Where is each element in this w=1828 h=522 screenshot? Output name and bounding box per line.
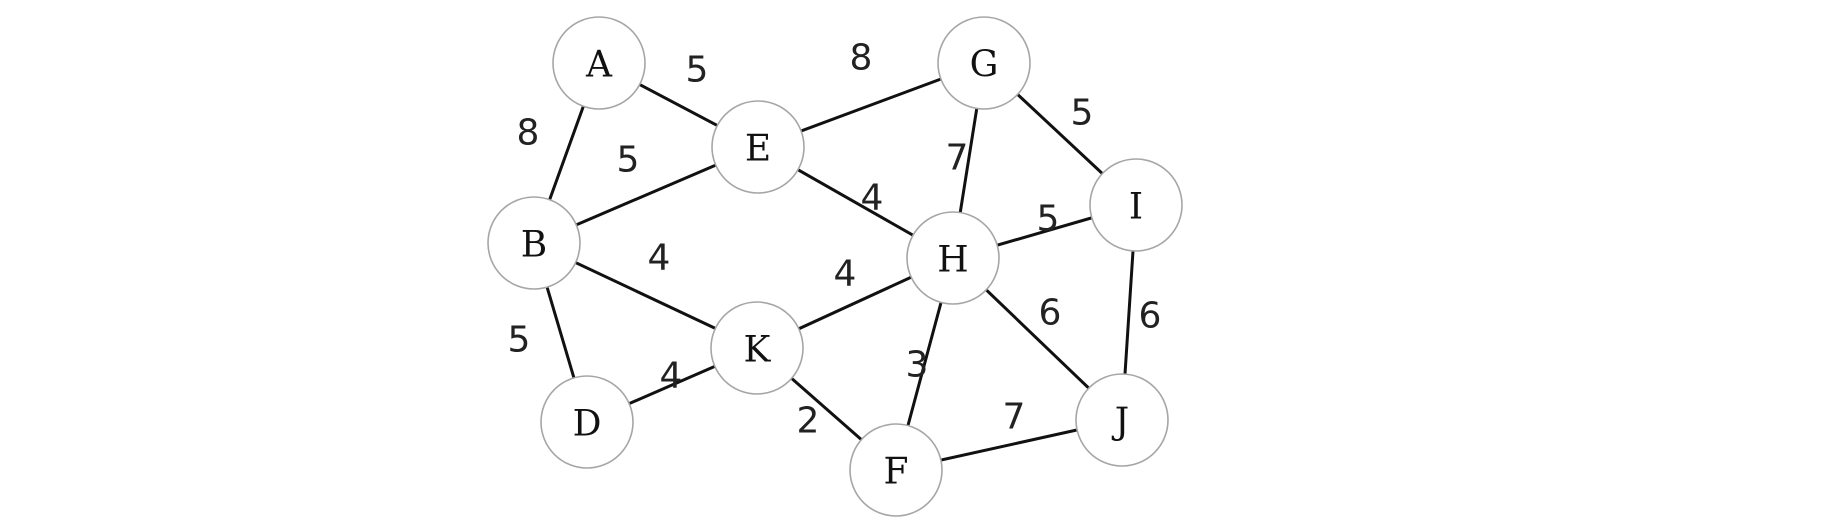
node-label: H xyxy=(937,240,968,281)
edge-weight-d-k: 4 xyxy=(660,356,683,397)
edge-weight-h-i: 5 xyxy=(1037,199,1060,240)
edge-weight-k-h: 4 xyxy=(834,254,857,295)
edge-weight-e-g: 8 xyxy=(850,38,873,79)
edge-weight-i-j: 6 xyxy=(1139,296,1162,337)
node-a: A xyxy=(552,16,646,110)
node-circle xyxy=(540,375,634,469)
edge-weight-h-j: 6 xyxy=(1039,293,1062,334)
node-f: F xyxy=(849,423,943,517)
edge-weight-b-e: 5 xyxy=(617,140,640,181)
node-circle xyxy=(906,211,1000,305)
node-circle xyxy=(1089,158,1183,252)
node-circle xyxy=(710,301,804,395)
graph-nodes: A B D E G H I J K F xyxy=(487,16,1183,517)
node-circle xyxy=(849,423,943,517)
node-i: I xyxy=(1089,158,1183,252)
node-b: B xyxy=(487,196,581,290)
edge-weight-a-b: 8 xyxy=(517,113,540,154)
edge-weight-g-i: 5 xyxy=(1071,93,1094,134)
node-label: K xyxy=(744,330,772,371)
edge-weight-b-d: 5 xyxy=(508,320,531,361)
node-label: J xyxy=(1111,402,1129,443)
node-d: D xyxy=(540,375,634,469)
node-circle xyxy=(711,100,805,194)
edge-weight-b-k: 4 xyxy=(648,238,671,279)
node-label: E xyxy=(745,129,771,170)
node-label: F xyxy=(884,452,909,493)
node-label: A xyxy=(585,45,613,86)
node-h: H xyxy=(906,211,1000,305)
node-label: D xyxy=(573,404,602,445)
edge-weight-e-h: 4 xyxy=(861,178,884,219)
edge-weight-k-f: 2 xyxy=(797,401,820,442)
node-circle xyxy=(937,16,1031,110)
node-circle xyxy=(552,16,646,110)
node-label: B xyxy=(521,225,547,266)
node-circle xyxy=(487,196,581,290)
node-j: J xyxy=(1075,373,1169,467)
node-e: E xyxy=(711,100,805,194)
node-label: G xyxy=(970,45,999,86)
edge-weight-a-e: 5 xyxy=(686,50,709,91)
edge-weight-f-j: 7 xyxy=(1003,397,1026,438)
node-k: K xyxy=(710,301,804,395)
edge-weight-h-f: 3 xyxy=(906,345,929,386)
edge-weight-g-h: 7 xyxy=(946,138,969,179)
node-g: G xyxy=(937,16,1031,110)
node-circle xyxy=(1075,373,1169,467)
node-label: I xyxy=(1129,187,1143,228)
